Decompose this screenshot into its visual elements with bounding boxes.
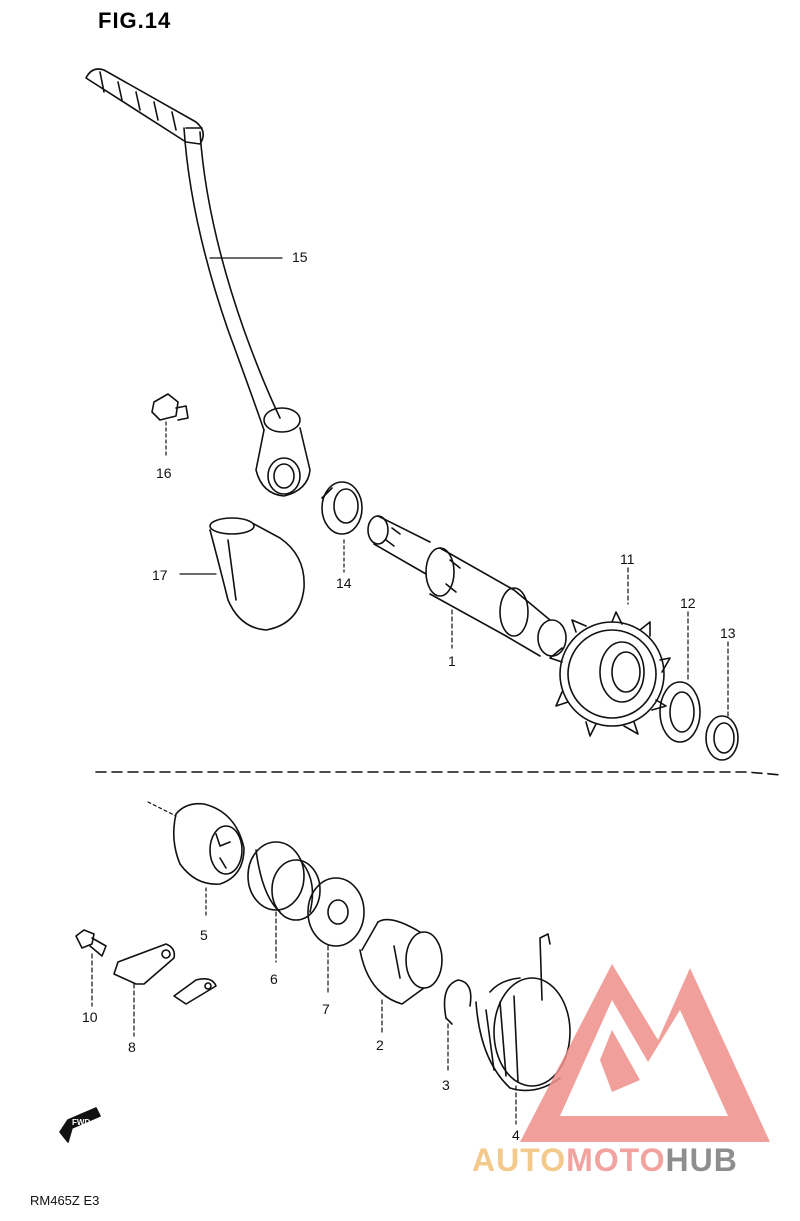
forward-arrow-icon <box>59 1107 101 1143</box>
kick-guide-part-5 <box>172 802 245 885</box>
bolt-part-16 <box>151 393 189 421</box>
part-label-16: 16 <box>156 465 172 481</box>
ratchet-part-2 <box>359 918 443 1005</box>
part-label-17: 17 <box>152 567 168 583</box>
watermark-auto: AUTO <box>472 1142 567 1178</box>
kick-shaft-part-1 <box>367 515 567 657</box>
return-spring-part-4 <box>475 933 571 1092</box>
part-label-12: 12 <box>680 595 696 611</box>
leader-lines <box>91 257 729 1125</box>
boot-part-17 <box>209 517 305 631</box>
figure-title: FIG.14 <box>98 8 172 33</box>
kick-lever-part-15 <box>85 68 311 497</box>
part-label-15: 15 <box>292 249 308 265</box>
part-label-6: 6 <box>270 971 278 987</box>
part-label-1: 1 <box>448 653 456 669</box>
part-label-2: 2 <box>376 1037 384 1053</box>
watermark-moto: MOTO <box>566 1142 666 1178</box>
part-label-5: 5 <box>200 927 208 943</box>
automotohub-logo <box>520 964 770 1142</box>
part-label-10: 10 <box>82 1009 98 1025</box>
circlip-part-3 <box>443 979 472 1025</box>
plate-part-8 <box>113 943 217 1005</box>
part-label-13: 13 <box>720 625 736 641</box>
circlip-part-13 <box>705 715 739 761</box>
model-code: RM465Z E3 <box>30 1193 100 1208</box>
forward-label: FWD <box>72 1118 91 1127</box>
washer-part-12 <box>659 681 701 743</box>
washer-part-7 <box>307 877 365 947</box>
part-label-3: 3 <box>442 1077 450 1093</box>
part-label-4: 4 <box>512 1127 520 1143</box>
oil-seal-part-14 <box>321 481 363 535</box>
section-divider-line <box>95 771 783 776</box>
watermark-hub: HUB <box>665 1142 738 1178</box>
spring-part-6 <box>247 841 321 921</box>
part-label-7: 7 <box>322 1001 330 1017</box>
bolt-part-10 <box>75 929 107 957</box>
watermark-text: AUTOMOTOHUB <box>472 1142 738 1179</box>
part-label-11: 11 <box>620 551 635 567</box>
gear-part-11 <box>549 611 671 737</box>
part-label-14: 14 <box>336 575 352 591</box>
part-label-8: 8 <box>128 1039 136 1055</box>
